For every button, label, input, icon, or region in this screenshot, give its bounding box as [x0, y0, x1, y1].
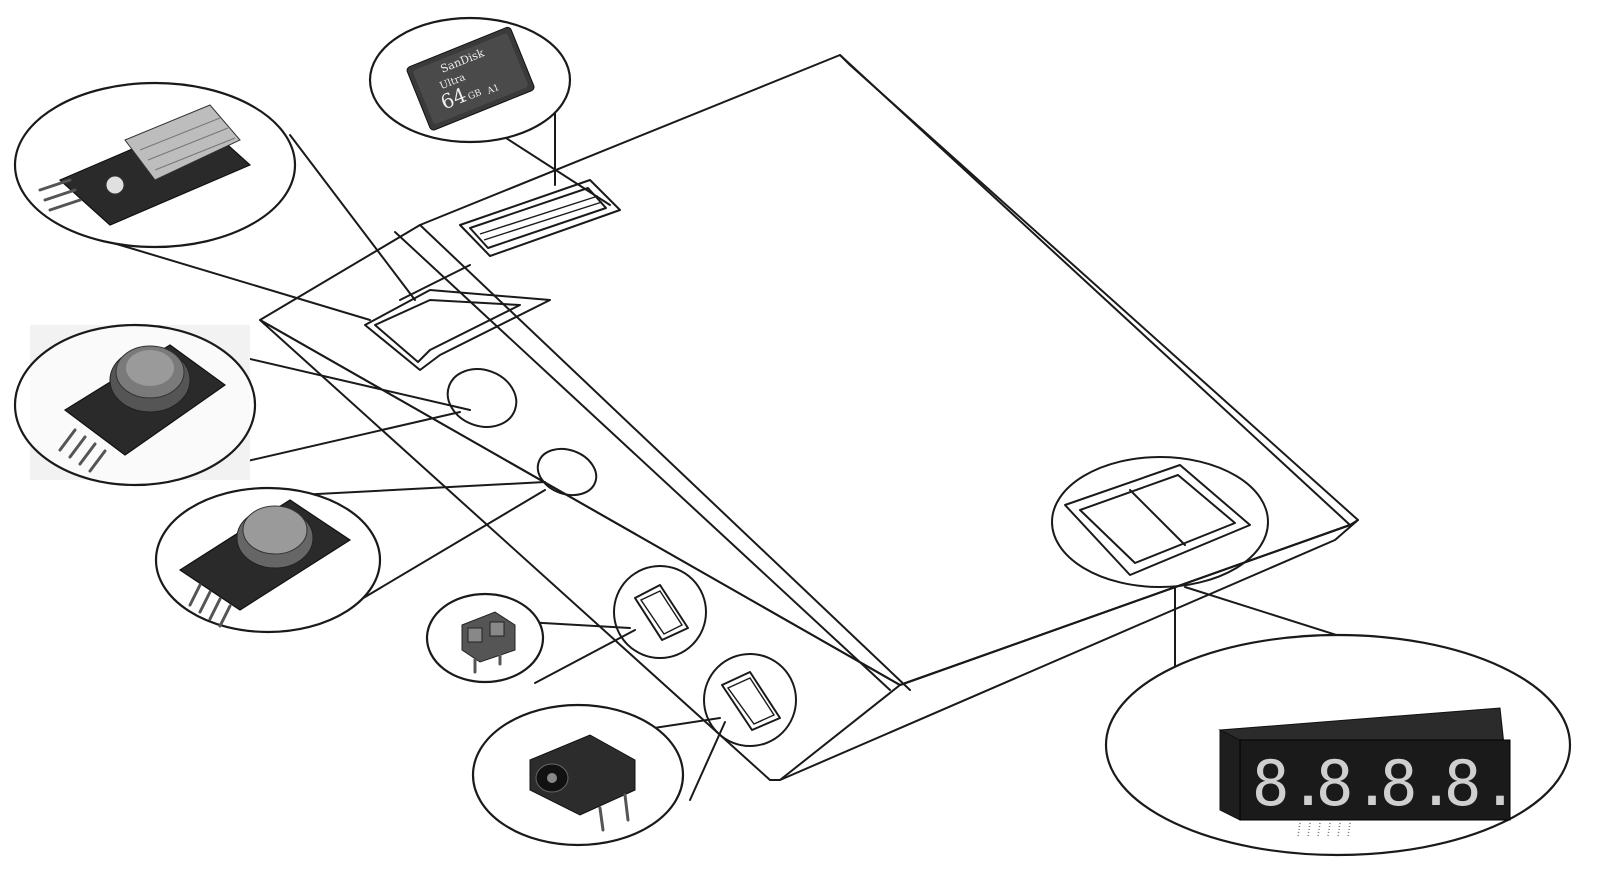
- sd-card-callout: SanDisk Ultra 64 GB A1: [368, 16, 572, 144]
- gas-sensor-icon: [58, 344, 227, 473]
- sd-capacity-unit: GB: [467, 88, 484, 103]
- terminal-block-callout: [425, 592, 545, 684]
- seven-segment-icon: 8. 8. 8. 8.: [1218, 707, 1519, 837]
- enclosure: [259, 54, 1359, 781]
- gas-sensor-1-callout: [13, 323, 257, 487]
- gas-sensor-icon: [178, 499, 352, 628]
- sd-class-mark: A1: [485, 83, 501, 97]
- terminal-block-icon: [461, 611, 516, 674]
- gas-sensor-hole-1: [446, 368, 518, 428]
- display-digit-2: 8.: [1316, 747, 1391, 820]
- dht-sensor-callout: [13, 81, 297, 249]
- dht-cutout: [364, 264, 551, 371]
- dc-jack-icon: [529, 734, 636, 832]
- dht-sensor-icon: [38, 104, 252, 226]
- terminal-port: [613, 565, 707, 659]
- display-digit-1: 8.: [1252, 747, 1327, 820]
- display-window: [1051, 456, 1269, 588]
- display-digit-4: 8.: [1444, 747, 1519, 820]
- gas-sensor-hole-2: [536, 447, 598, 497]
- display-digit-3: 8.: [1380, 747, 1455, 820]
- seven-segment-callout: 8. 8. 8. 8.: [1104, 633, 1572, 857]
- sd-slot: [459, 179, 621, 257]
- dc-jack-port: [703, 653, 797, 747]
- gas-sensor-2-callout: [154, 486, 382, 634]
- dc-jack-callout: [471, 703, 685, 847]
